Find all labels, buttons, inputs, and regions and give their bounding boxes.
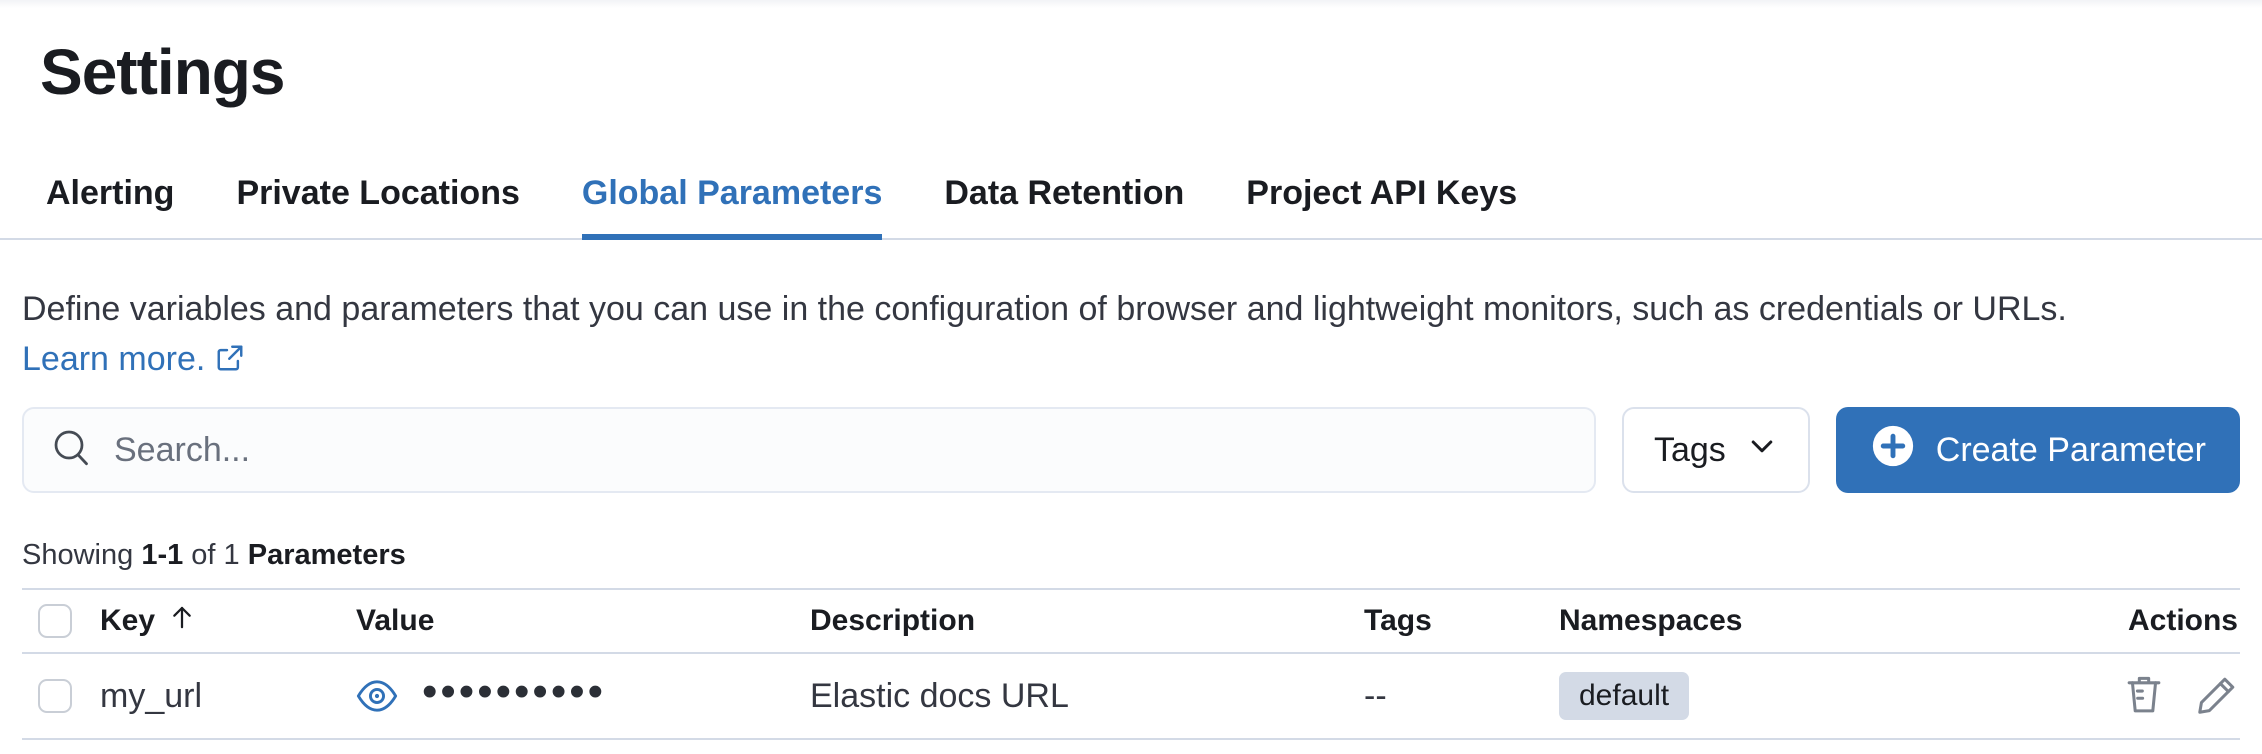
column-header-namespaces: Namespaces	[1555, 604, 1900, 638]
tags-filter-button[interactable]: Tags	[1621, 407, 1810, 493]
row-value-cell: ••••••••••	[352, 670, 806, 718]
row-checkbox[interactable]	[38, 679, 72, 713]
column-header-actions: Actions	[1900, 604, 2240, 638]
tab-private-locations[interactable]: Private Locations	[236, 174, 520, 212]
chevron-down-icon	[1746, 430, 1778, 471]
column-actions-label: Actions	[2127, 604, 2238, 637]
parameter-key: my_url	[100, 676, 203, 715]
search-box[interactable]	[22, 407, 1596, 493]
row-key-cell: my_url	[96, 677, 352, 716]
learn-more-label: Learn more.	[22, 340, 206, 378]
description-text: Define variables and parameters that you…	[22, 290, 2067, 328]
trash-icon[interactable]	[2122, 674, 2166, 718]
search-icon	[52, 428, 92, 473]
learn-more-link[interactable]: Learn more.	[22, 340, 245, 378]
row-actions-cell	[1900, 674, 2240, 718]
row-namespaces-cell: default	[1555, 672, 1900, 720]
summary-range: 1-1	[141, 539, 184, 571]
tab-global-parameters[interactable]: Global Parameters	[581, 172, 883, 240]
table-header-row: Key Value Description Tags Namespaces Ac…	[22, 590, 2240, 654]
summary-entity: Parameters	[247, 539, 406, 571]
summary-showing: Showing	[22, 539, 134, 571]
tab-alerting[interactable]: Alerting	[46, 174, 175, 212]
plus-in-circle-icon	[1870, 423, 1916, 478]
summary-of: of 1	[191, 539, 240, 571]
namespace-badge: default	[1559, 672, 1690, 720]
select-all-checkbox[interactable]	[38, 604, 72, 638]
description-paragraph: Define variables and parameters that you…	[22, 284, 2222, 387]
search-input[interactable]	[114, 430, 1566, 470]
external-link-icon	[215, 337, 245, 387]
window-top-edge	[0, 0, 2262, 8]
tabs-bar: Alerting Private Locations Global Parame…	[0, 172, 2262, 240]
column-namespaces-label: Namespaces	[1559, 604, 1743, 637]
column-header-description: Description	[806, 604, 1360, 638]
parameter-tags: --	[1364, 676, 1387, 715]
column-key-label: Key	[100, 604, 156, 637]
masked-parameter-value: ••••••••••	[422, 667, 607, 716]
column-description-label: Description	[810, 604, 976, 637]
column-header-tags: Tags	[1360, 604, 1555, 638]
eye-icon[interactable]	[356, 675, 398, 717]
row-tags-cell: --	[1360, 677, 1555, 716]
column-value-label: Value	[356, 604, 435, 637]
parameters-table: Key Value Description Tags Namespaces Ac…	[22, 588, 2240, 740]
results-summary: Showing 1-1 of 1 Parameters	[22, 539, 2240, 572]
tags-filter-label: Tags	[1653, 430, 1726, 469]
parameter-description: Elastic docs URL	[810, 676, 1069, 715]
create-parameter-button[interactable]: Create Parameter	[1835, 407, 2240, 493]
table-row: my_url •••••••••• Elastic docs URL -- de…	[22, 654, 2240, 740]
select-all-cell	[22, 604, 96, 638]
tab-project-api-keys[interactable]: Project API Keys	[1246, 174, 1518, 212]
row-description-cell: Elastic docs URL	[806, 677, 1360, 716]
column-tags-label: Tags	[1364, 604, 1432, 637]
tab-data-retention[interactable]: Data Retention	[944, 174, 1185, 212]
toolbar: Tags Create Parameter	[22, 407, 2240, 493]
arrow-up-icon	[167, 602, 197, 640]
page-title: Settings	[40, 36, 285, 108]
pencil-icon[interactable]	[2194, 674, 2238, 718]
row-select-cell	[22, 679, 96, 713]
column-header-value: Value	[352, 604, 806, 638]
column-header-key[interactable]: Key	[96, 602, 352, 640]
create-parameter-label: Create Parameter	[1935, 430, 2206, 469]
